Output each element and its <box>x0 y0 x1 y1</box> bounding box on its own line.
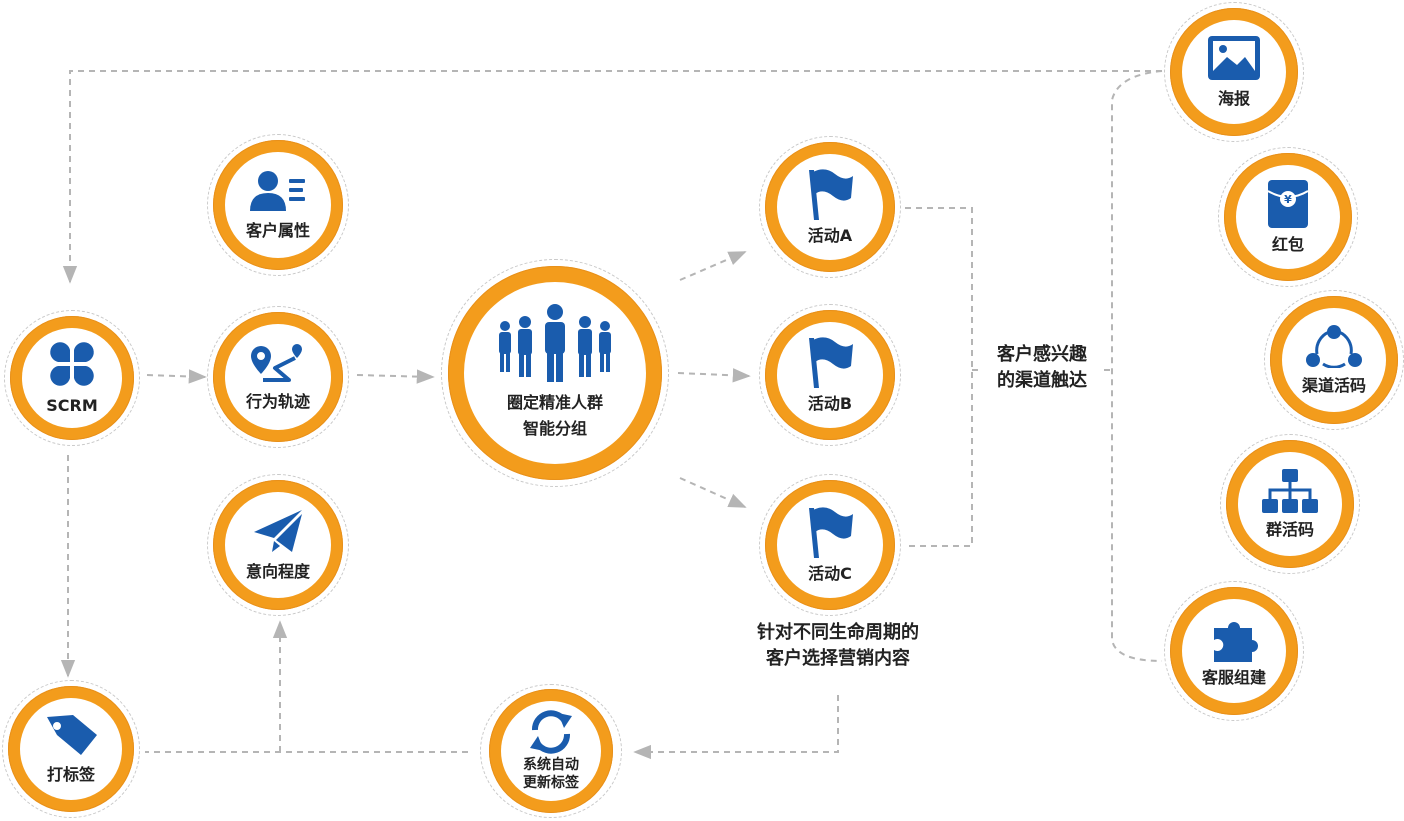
tag-icon <box>47 715 97 755</box>
targeting-label-1: 圈定精准人群 <box>506 393 603 412</box>
flag-icon <box>809 507 853 558</box>
activity-a-node[interactable]: 活动A <box>759 136 901 278</box>
connector-scrm-to-behavior <box>146 369 207 384</box>
map-route-icon <box>251 344 302 382</box>
red-packet-label: 红包 <box>1271 235 1304 254</box>
puzzle-icon <box>1214 622 1258 662</box>
channel-code-label: 渠道活码 <box>1301 376 1366 395</box>
connector-targeting-to-a <box>679 251 747 281</box>
poster-label: 海报 <box>1217 89 1250 108</box>
service-setup-node[interactable]: 客服组建 <box>1164 581 1304 721</box>
poster-node[interactable]: 海报 <box>1164 2 1304 142</box>
lifecycle-note: 针对不同生命周期的 客户选择营销内容 <box>730 620 946 672</box>
connector-poster-to-scrm <box>62 70 1162 284</box>
channel-code-node[interactable]: 渠道活码 <box>1264 290 1404 430</box>
tagging-label: 打标签 <box>46 765 95 784</box>
interest-note-line2: 的渠道触达 <box>997 370 1087 391</box>
interest-note: 客户感兴趣 的渠道触达 <box>980 342 1104 394</box>
intent-node[interactable]: 意向程度 <box>207 474 349 616</box>
connector-behavior-to-targeting <box>356 369 435 384</box>
activity-a-label: 活动A <box>807 226 853 245</box>
paper-plane-icon <box>254 510 302 552</box>
auto-update-label-2: 更新标签 <box>523 775 579 791</box>
customer-attr-node[interactable]: 客户属性 <box>207 134 349 276</box>
auto-update-label-1: 系统自动 <box>523 757 579 773</box>
interest-note-line1: 客户感兴趣 <box>997 344 1087 365</box>
intent-label: 意向程度 <box>245 562 310 581</box>
targeting-label-2: 智能分组 <box>522 419 587 438</box>
auto-update-node[interactable]: 系统自动 更新标签 <box>480 684 622 818</box>
lifecycle-note-line1: 针对不同生命周期的 <box>757 622 919 643</box>
activity-b-node[interactable]: 活动B <box>759 304 901 446</box>
customer-attr-label: 客户属性 <box>245 221 310 240</box>
connector-targeting-to-c <box>679 477 747 508</box>
activity-b-label: 活动B <box>807 394 853 413</box>
tagging-node[interactable]: 打标签 <box>2 680 140 818</box>
group-code-label: 群活码 <box>1265 520 1314 539</box>
connector-channel-line <box>1111 70 1163 662</box>
connector-lifecycle-to-update <box>633 695 839 760</box>
behavior-label: 行为轨迹 <box>245 392 310 411</box>
flag-icon <box>809 337 853 388</box>
group-code-node[interactable]: 群活码 <box>1220 434 1360 574</box>
connector-targeting-to-b <box>677 368 751 383</box>
image-icon <box>1208 36 1260 80</box>
lifecycle-note-line2: 客户选择营销内容 <box>766 648 910 669</box>
scrm-label: SCRM <box>46 396 98 415</box>
service-setup-label: 客服组建 <box>1201 668 1266 687</box>
activity-c-label: 活动C <box>808 564 852 583</box>
crowd-icon <box>499 304 611 382</box>
share-icon <box>1306 325 1362 368</box>
user-card-icon <box>250 171 305 211</box>
scrm-node[interactable]: SCRM <box>4 310 140 446</box>
red-envelope-icon: ¥ <box>1267 180 1309 228</box>
behavior-node[interactable]: 行为轨迹 <box>207 306 349 448</box>
flag-icon <box>809 169 853 220</box>
org-chart-icon <box>1262 469 1318 513</box>
activity-c-node[interactable]: 活动C <box>759 474 901 616</box>
connector-activity-bracket <box>905 207 973 547</box>
red-packet-node[interactable]: ¥ 红包 <box>1218 147 1358 287</box>
svg-text:¥: ¥ <box>1284 193 1292 206</box>
four-petal-icon <box>50 342 94 386</box>
refresh-icon <box>530 710 572 754</box>
targeting-node[interactable]: 圈定精准人群 智能分组 <box>441 259 669 487</box>
